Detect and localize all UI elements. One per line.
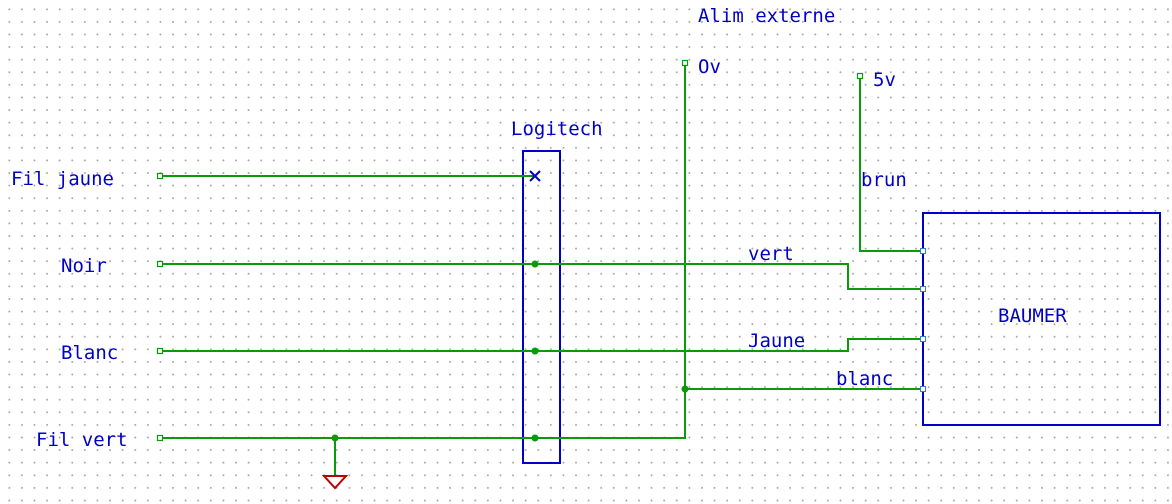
logitech-component <box>522 150 561 464</box>
wire-brun-5v <box>859 76 923 252</box>
label-endpoint <box>156 172 164 180</box>
label-endpoint <box>156 434 164 442</box>
pin-endpoint <box>920 286 926 292</box>
label-endpoint <box>156 347 164 355</box>
junction-dot <box>531 434 539 442</box>
wire-noir-vert <box>160 263 923 290</box>
pin-endpoint <box>920 386 926 392</box>
blanc-wire-label: blanc <box>836 368 893 390</box>
fil-vert-label: Fil vert <box>36 429 128 451</box>
junction-dot <box>531 260 539 268</box>
jaune-label: Jaune <box>748 330 805 352</box>
junction-dot <box>681 385 689 393</box>
wire-blanc-jaune <box>160 338 923 352</box>
junction-dot <box>331 434 339 442</box>
baumer-component <box>922 212 1161 426</box>
five-v-label: 5v <box>873 69 896 91</box>
pin-endpoint <box>920 336 926 342</box>
ground-icon <box>321 475 349 490</box>
fil-jaune-label: Fil jaune <box>11 168 114 190</box>
ov-label: Ov <box>698 56 721 78</box>
label-endpoint <box>156 260 164 268</box>
blanc-label: Blanc <box>61 342 118 364</box>
pin-endpoint <box>920 248 926 254</box>
logitech-label: Logitech <box>511 118 603 140</box>
vert-label: vert <box>748 243 794 265</box>
label-endpoint <box>681 59 689 67</box>
junction-dot <box>531 347 539 355</box>
alim-externe-label: Alim externe <box>698 5 835 27</box>
noir-label: Noir <box>61 255 107 277</box>
label-endpoint <box>856 72 864 80</box>
wire-fil-vert-0v <box>160 63 686 439</box>
no-connect-marker <box>529 170 541 182</box>
baumer-label: BAUMER <box>998 305 1067 327</box>
brun-label: brun <box>861 169 907 191</box>
